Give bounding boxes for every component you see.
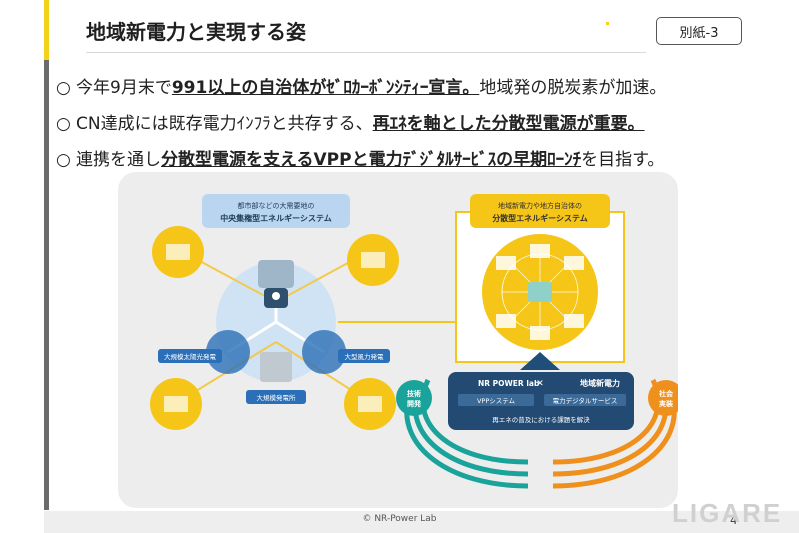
social-impl-circle: [648, 380, 678, 416]
slide-title: 地域新電力と実現する姿: [86, 20, 306, 44]
tech-dev-circle: [396, 380, 432, 416]
vpp-system-label: VPPシステム: [477, 397, 516, 405]
energy-system-diagram: 都市部などの大需要地の 中央集権型エネルギーシステム 大規模太陽光発電 大型風力…: [150, 194, 678, 489]
central-label-line1: 都市部などの大需要地の: [238, 201, 315, 210]
wind-icon: [302, 330, 346, 374]
title-accent-bar: [44, 0, 49, 60]
left-accent-bar: [44, 0, 49, 510]
demand-circles: [150, 226, 399, 430]
distributed-label-box: [470, 194, 610, 228]
distributed-label-line2: 分散型エネルギーシステム: [492, 213, 588, 223]
central-label-box: [202, 194, 350, 228]
solar-label: 大規模太陽光発電: [164, 352, 217, 361]
copyright: © NR-Power Lab: [362, 514, 437, 524]
title-divider: [86, 52, 646, 53]
handshake-icon: [528, 282, 552, 302]
issue-label: 再エネの普及における課題を解決: [492, 415, 590, 424]
nr-power-logo: NR POWER lab: [478, 379, 540, 388]
watermark-logo: LIGARE: [672, 498, 783, 528]
svg-text:社会: 社会: [658, 389, 674, 398]
thermal-label: 大規模発電所: [257, 393, 297, 402]
svg-text:技術: 技術: [407, 389, 421, 398]
bullet-marker: ○: [56, 150, 71, 170]
bullet-2: ○CN達成には既存電力ｲﾝﾌﾗと共存する、再ｴﾈを軸とした分散型電源が重要。: [56, 114, 645, 134]
partner-label: 地域新電力: [580, 378, 620, 388]
central-system: [177, 251, 371, 403]
page-number: 4: [730, 513, 738, 527]
power-plant-icon: [260, 352, 292, 382]
attachment-badge: 別紙-3: [656, 17, 742, 45]
footer-bar: [44, 511, 799, 533]
up-arrow: [520, 352, 560, 370]
collaboration-panel: [448, 372, 634, 430]
central-label-line2: 中央集権型エネルギーシステム: [220, 213, 332, 223]
decorative-dot: [606, 22, 609, 25]
wind-label: 大型風力発電: [345, 352, 385, 361]
city-icon: [258, 260, 294, 288]
svg-text:開発: 開発: [407, 399, 422, 408]
bullet-marker: ○: [56, 114, 71, 134]
bullet-3: ○連携を通し分散型電源を支えるVPPと電力ﾃﾞｼﾞﾀﾙｻｰﾋﾞｽの早期ﾛｰﾝﾁを…: [56, 150, 665, 170]
bullet-marker: ○: [56, 78, 71, 98]
svg-text:✕: ✕: [536, 379, 544, 389]
svg-text:実装: 実装: [659, 399, 673, 408]
bullet-1: ○今年9月末で991以上の自治体がｾﾞﾛｶｰﾎﾞﾝｼﾃｨｰ宣言。地域発の脱炭素が…: [56, 78, 667, 98]
digital-service-label: 電力デジタルサービス: [553, 396, 618, 405]
distributed-label-line1: 地域新電力や地方自治体の: [498, 201, 582, 210]
